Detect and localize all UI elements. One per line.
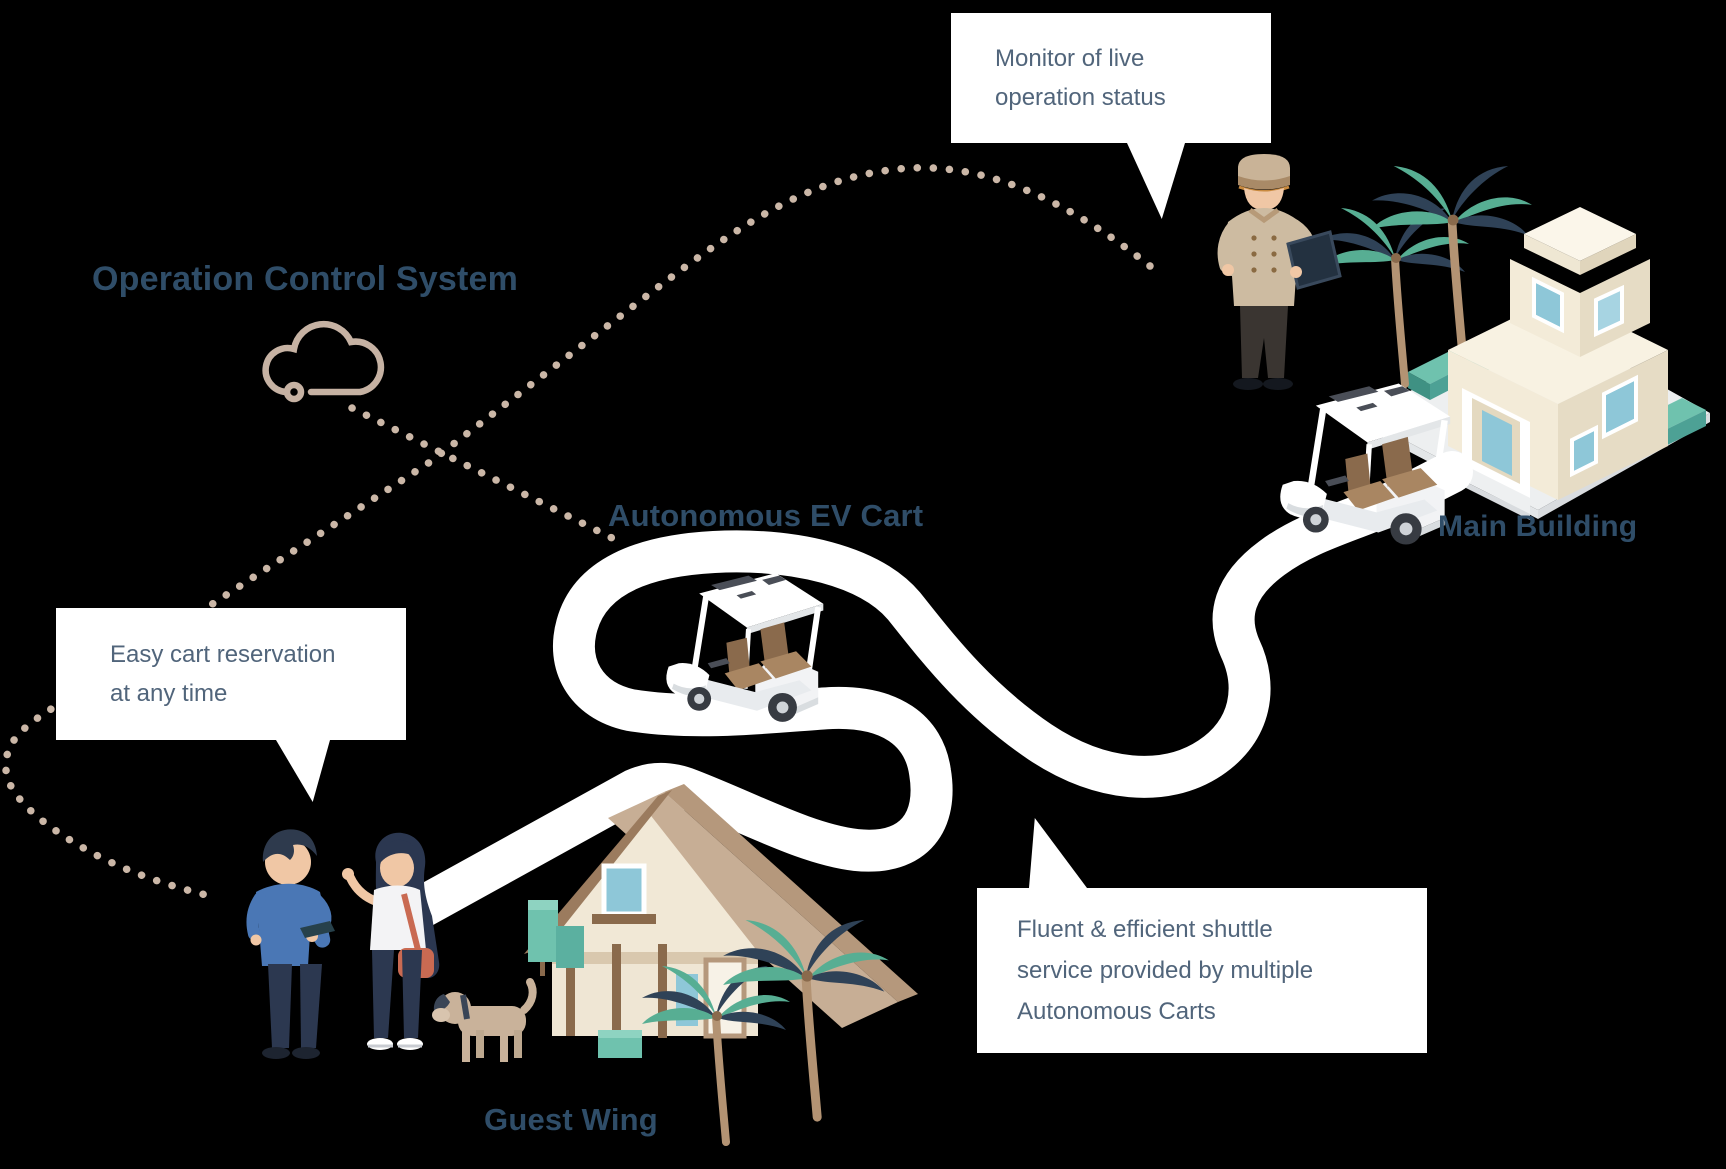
dog-illustration <box>432 978 537 1062</box>
bubble-text-line: Monitor of live <box>995 45 1145 72</box>
bubble-text-line: at any time <box>110 680 228 707</box>
shuttle-service-bubble: Fluent & efficient shuttle service provi… <box>977 818 1427 1053</box>
main-building-illustration <box>1321 166 1710 520</box>
label-guest-wing: Guest Wing <box>484 1102 658 1137</box>
staff-illustration <box>1217 154 1342 390</box>
cloud-icon <box>262 320 385 403</box>
ev-cart-illustration <box>666 573 823 722</box>
page-title: Operation Control System <box>92 260 519 299</box>
guest-wing-illustration <box>524 784 918 1142</box>
bubble-text-line: operation status <box>995 84 1166 111</box>
bubble-text-line: Fluent & efficient shuttle <box>1017 916 1273 943</box>
cart-reservation-bubble: Easy cart reservation at any time <box>56 608 406 802</box>
shuttle-route-road <box>385 451 1473 937</box>
guests-illustration <box>246 829 537 1062</box>
label-autonomous-ev-cart: Autonomous EV Cart <box>608 498 924 533</box>
bubble-text-line: Easy cart reservation <box>110 641 336 668</box>
guest-woman-illustration <box>342 832 440 1050</box>
guest-man-illustration <box>246 829 335 1059</box>
monitor-status-bubble: Monitor of live operation status <box>951 13 1271 219</box>
bubble-text-line: service provided by multiple <box>1017 957 1314 984</box>
dotted-link-guests-to-staff <box>2 164 1154 899</box>
bubble-text-line: Autonomous Carts <box>1017 998 1216 1025</box>
label-main-building: Main Building <box>1438 510 1638 543</box>
dotted-link-cloud-to-cart <box>348 404 620 544</box>
